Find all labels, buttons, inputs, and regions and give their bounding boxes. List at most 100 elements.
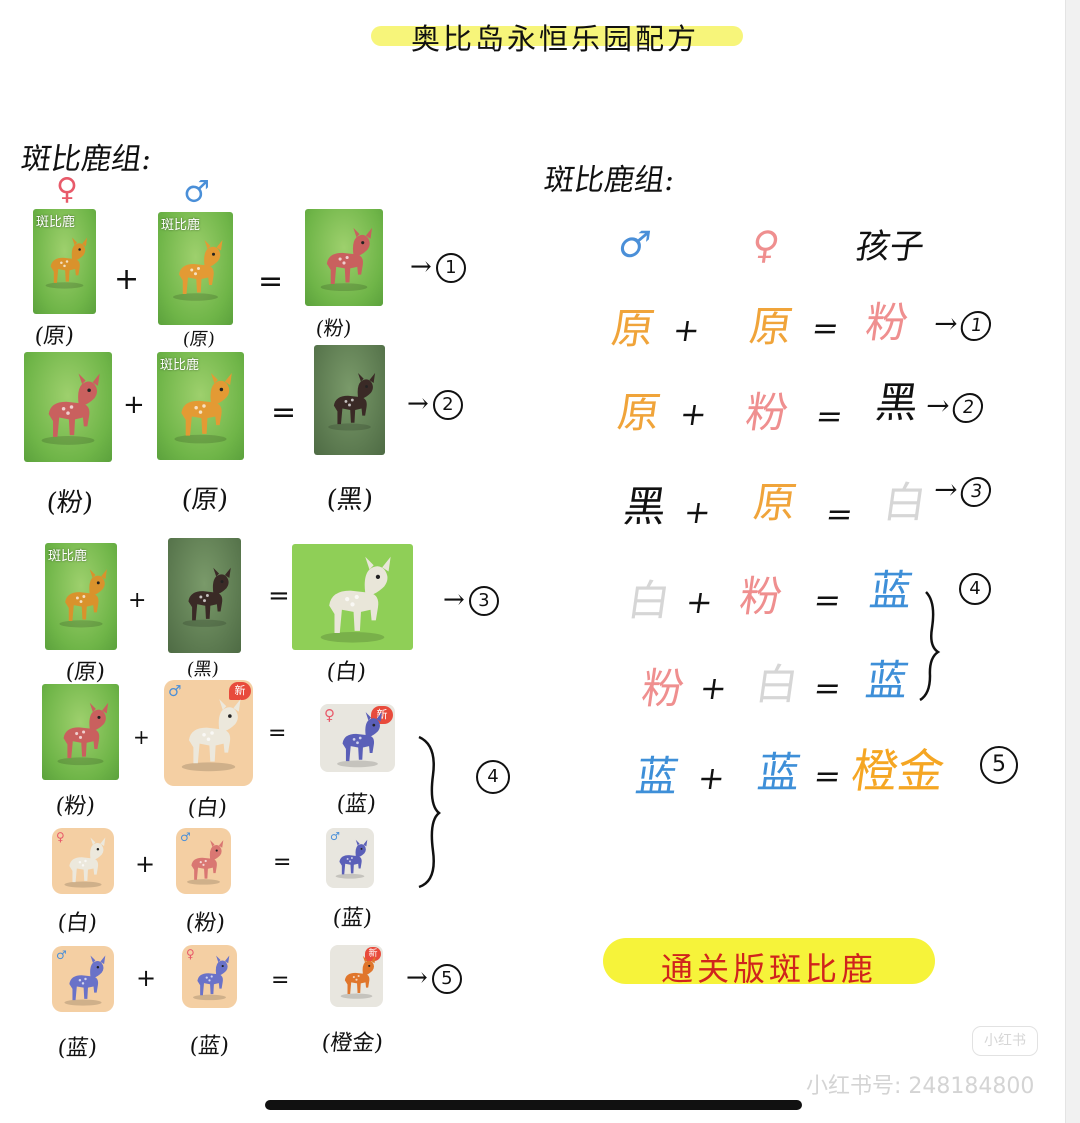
step-number-3: 3	[959, 476, 994, 507]
label-black: (黑)	[185, 659, 220, 680]
step-number-4: 4	[476, 760, 510, 794]
plus-sign: +	[136, 964, 157, 992]
deer-card-white-male: ♂ 新	[164, 680, 253, 786]
page-edge	[1065, 0, 1080, 1123]
deer-card-pink-male: ♂	[176, 828, 231, 894]
recipe-child-black: 黑	[872, 378, 922, 427]
deer-pink-icon	[187, 840, 224, 885]
watermark-logo: 小红书	[972, 1026, 1038, 1056]
deer-card-pink	[42, 684, 119, 780]
page-title-text: 奥比岛永恒乐园配方	[410, 22, 699, 56]
new-badge: 新	[229, 682, 251, 700]
home-indicator[interactable]	[265, 1100, 802, 1110]
title-highlight	[371, 26, 743, 46]
label-white: (白)	[56, 911, 99, 936]
label-pink: (粉)	[184, 911, 227, 936]
label-blue: (蓝)	[188, 1034, 231, 1059]
deer-orig-icon	[174, 372, 232, 444]
deer-black-icon	[328, 373, 376, 431]
step-number-2: 2	[432, 390, 463, 420]
label-gold: (橙金)	[320, 1031, 385, 1056]
recipe-parent-white: 白	[752, 660, 802, 709]
label-pink: (粉)	[54, 794, 97, 819]
deer-white-icon	[64, 837, 106, 888]
label-white: (白)	[186, 796, 229, 821]
recipe-child-pink: 粉	[862, 298, 912, 347]
result-arrow: →1	[931, 307, 994, 341]
plus-sign: +	[670, 311, 703, 349]
label-black: (黑)	[325, 485, 375, 515]
watermark-id: 小红书号: 248184800	[806, 1074, 1035, 1099]
plus-sign: +	[683, 583, 716, 621]
step-number-1: 1	[959, 310, 994, 341]
recipe-parent-blue: 蓝	[632, 752, 682, 801]
label-blue: (蓝)	[335, 792, 378, 817]
recipe-parent-orig: 原	[746, 302, 796, 351]
step-number-5: 5	[980, 746, 1018, 784]
plus-sign: +	[695, 759, 728, 797]
recipe-child-blue: 蓝	[866, 566, 916, 615]
recipe-child-white: 白	[880, 478, 930, 527]
recipe-child-blue: 蓝	[862, 656, 912, 705]
label-orig: (原)	[64, 660, 107, 685]
left-heading: 斑比鹿组:	[19, 142, 155, 177]
equals-sign: =	[258, 264, 284, 299]
male-icon: ♂	[180, 830, 191, 844]
step-number-5: 5	[431, 964, 462, 994]
recipe-parent-pink: 粉	[736, 572, 786, 621]
male-icon: ♂	[168, 682, 182, 700]
label-orig: (原)	[180, 485, 230, 515]
plus-sign: +	[697, 669, 730, 707]
deer-card-white-female: ♀	[52, 828, 114, 894]
label-pink: (粉)	[45, 488, 95, 518]
deer-card-black	[314, 345, 385, 455]
equals-sign: =	[271, 968, 290, 993]
deer-card-blue-male: ♂	[326, 828, 374, 888]
plus-sign: +	[677, 395, 710, 433]
deer-blue-icon	[335, 839, 368, 879]
deer-blue-icon	[337, 712, 382, 768]
result-arrow-1: →1	[410, 252, 466, 283]
final-banner: 通关版斑比鹿	[603, 938, 935, 988]
step-number-4: 4	[959, 573, 991, 605]
female-icon: ♀	[56, 172, 78, 207]
deer-card-orig-female: 斑比鹿	[33, 209, 96, 314]
label-orig: (原)	[33, 324, 76, 349]
recipe-parent-white: 白	[624, 576, 674, 625]
deer-card-black	[168, 538, 241, 653]
equals-sign: =	[268, 721, 287, 746]
equals-sign: =	[823, 495, 856, 533]
step-number-1: 1	[435, 253, 466, 283]
deer-card-blue-male: ♂	[52, 946, 114, 1012]
deer-card-pink	[305, 209, 383, 306]
col-baby-header: 孩子	[853, 227, 927, 267]
recipe-parent-blue: 蓝	[754, 748, 804, 797]
equals-sign: =	[811, 669, 844, 707]
deer-card-pink	[24, 352, 112, 462]
recipe-parent-pink: 粉	[742, 388, 792, 437]
deer-card-orig-male: 斑比鹿	[158, 212, 233, 325]
deer-white-icon	[320, 556, 391, 643]
recipe-parent-black: 黑	[620, 482, 670, 531]
female-icon: ♀	[324, 706, 335, 724]
label-white: (白)	[325, 660, 368, 685]
equals-sign: =	[809, 309, 842, 347]
label-blue: (蓝)	[56, 1036, 99, 1061]
arrow-glyph: →	[931, 307, 961, 340]
final-banner-text: 通关版斑比鹿	[660, 950, 877, 988]
recipe-parent-orig: 原	[608, 304, 658, 353]
plus-sign: +	[114, 262, 140, 297]
deer-card-blue-female: ♀ 新	[320, 704, 395, 772]
deer-orig-icon	[173, 240, 223, 301]
deer-black-icon	[182, 567, 231, 627]
deer-white-icon	[181, 699, 241, 772]
female-icon: ♀	[186, 947, 195, 961]
deer-blue-icon	[193, 955, 230, 1001]
female-icon: ♀	[56, 830, 65, 844]
equals-sign: =	[811, 757, 844, 795]
equals-sign: =	[813, 397, 846, 435]
deer-card-blue-female: ♀	[182, 945, 237, 1008]
result-arrow-5: →5	[406, 963, 462, 994]
deer-card-white	[292, 544, 413, 650]
plus-sign: +	[128, 588, 147, 613]
